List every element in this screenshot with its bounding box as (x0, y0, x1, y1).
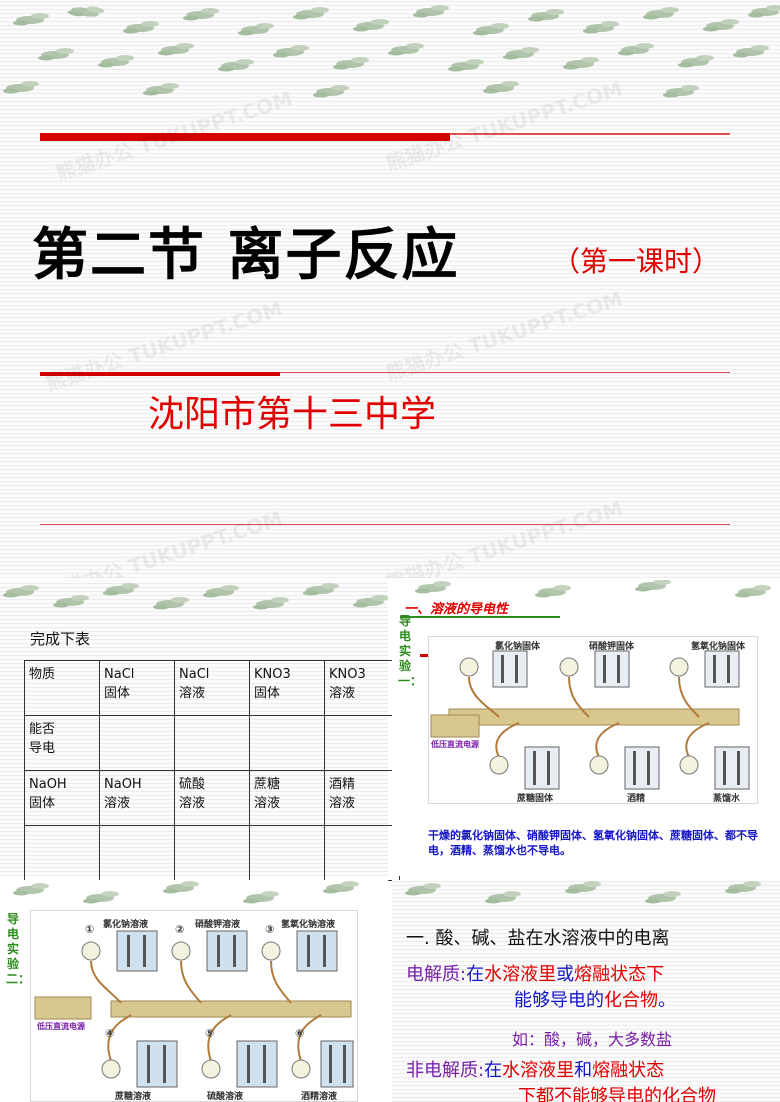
bottom-label: 蔗糖溶液 (115, 1092, 152, 1102)
table-cell (324, 715, 400, 771)
table-cell (24, 825, 100, 881)
bottom-number: ④ (105, 1027, 115, 1040)
side-label: 导电实验一： (398, 614, 423, 688)
power-label: 低压直流电源 (37, 1022, 85, 1031)
electrolyte-example: 如：酸，碱，大多数盐 (512, 1030, 673, 1049)
table-cell: KNO3 固体 (249, 660, 325, 716)
leaf-border-decoration (3, 2, 780, 98)
table-cell: NaOH 固体 (24, 770, 100, 826)
leaf-border-decoration (3, 583, 388, 610)
accent-line-bottom (40, 524, 730, 525)
top-label: 硝酸钾溶液 (195, 920, 241, 930)
bottom-number: ⑥ (295, 1027, 305, 1040)
top-label: 硝酸钾固体 (589, 642, 635, 652)
bottom-label: 硫酸溶液 (207, 1092, 244, 1102)
table-cell: 物质 (24, 660, 100, 716)
accent-bar-middle (40, 372, 280, 376)
heading-underline (400, 616, 560, 618)
electrolyte-term: 电解质: (406, 964, 467, 985)
table-cell: NaOH 溶液 (99, 770, 175, 826)
experiment-conclusion: 干燥的氯化钠固体、硝酸钾固体、氢氧化钠固体、蔗糖固体、都不导电，酒精、蒸馏水也不… (428, 829, 758, 857)
table-cell: 蔗糖 溶液 (249, 770, 325, 826)
experiment-diagram: 氯化钠固体 硝酸钾固体 氢氧化钠固体 低压直流电源 蔗糖固体 酒精 蒸馏水 (428, 636, 758, 804)
circuit-drawing (34, 930, 354, 1088)
table-cell (174, 715, 250, 771)
top-label: 氢氧化钠固体 (691, 642, 746, 652)
side-accent-bar (420, 654, 432, 657)
experiment-diagram: ① ② ③ 氯化钠溶液 硝酸钾溶液 氢氧化钠溶液 低压直流电源 ④ ⑤ ⑥ 蔗糖… (30, 910, 358, 1102)
section-heading: 一、溶液的导电性 (404, 602, 509, 617)
text-segment: 水溶液里 (502, 1060, 575, 1081)
page-title: 第二节 离子反应 (32, 222, 460, 288)
text-segment: 在 (466, 964, 485, 985)
text-segment: 水溶液里 (484, 964, 557, 985)
side-label: 导电实验二： (6, 912, 31, 986)
table-heading: 完成下表 (30, 630, 91, 648)
definition-slide: 一. 酸、碱、盐在水溶液中的电离 电解质:在水溶液里或熔融状态下 能够导电的化合… (392, 880, 780, 1102)
text-segment: 能够导电的 (514, 990, 604, 1011)
table-cell (249, 715, 325, 771)
table-cell: 酒精 溶液 (324, 770, 400, 826)
accent-line-middle (40, 372, 730, 373)
watermark: 熊猫办公 TUKUPPT.COM (382, 286, 626, 386)
definition-heading: 一. 酸、碱、盐在水溶液中的电离 (406, 928, 670, 949)
table-cell: KNO3 溶液 (324, 660, 400, 716)
text-segment: 化合物 (604, 990, 658, 1011)
bottom-label: 蒸馏水 (713, 794, 741, 804)
school-name: 沈阳市第十三中学 (148, 394, 437, 435)
table-cell: NaCl 固体 (99, 660, 175, 716)
title-slide: 第二节 离子反应 （第一课时） 沈阳市第十三中学 熊猫办公 TUKUPPT.CO… (0, 0, 780, 578)
table-cell: 硫酸 溶液 (174, 770, 250, 826)
top-number: ③ (265, 923, 275, 936)
non-electrolyte-definition-line2: 下都不能够导电的化合物 (518, 1086, 716, 1102)
text-segment: 或 (556, 964, 575, 985)
bottom-label: 酒精溶液 (301, 1092, 338, 1102)
text-segment: 熔融状态 (592, 1060, 665, 1081)
non-electrolyte-definition: 非电解质:在水溶液里和熔融状态 (406, 1058, 664, 1084)
bottom-label: 蔗糖固体 (517, 794, 554, 804)
watermark: 熊猫办公 TUKUPPT.COM (382, 496, 626, 578)
electrolyte-definition: 电解质:在水溶液里或熔融状态下 (406, 962, 664, 988)
experiment-one-slide: 一、溶液的导电性 导电实验一： (392, 580, 780, 876)
table-cell (99, 825, 175, 881)
leaf-border-decoration (13, 881, 359, 904)
top-number: ② (175, 923, 185, 936)
table-cell (249, 825, 325, 881)
table-cell: 能否 导电 (24, 715, 100, 771)
page-subtitle: （第一课时） (552, 245, 721, 278)
bottom-number: ⑤ (205, 1027, 215, 1040)
non-electrolyte-term: 非电解质: (406, 1060, 485, 1081)
bottom-label: 酒精 (627, 794, 646, 804)
leaf-border-decoration (405, 881, 761, 904)
table-cell: NaCl 溶液 (174, 660, 250, 716)
top-label: 氯化钠溶液 (103, 920, 149, 930)
table-cell (174, 825, 250, 881)
electrolyte-definition-line2: 能够导电的化合物。 (514, 988, 676, 1014)
top-label: 氢氧化钠溶液 (281, 920, 336, 930)
table-cell (99, 715, 175, 771)
top-number: ① (85, 923, 95, 936)
table-cell (324, 825, 400, 881)
text-segment: 和 (574, 1060, 593, 1081)
table-row (24, 825, 400, 881)
table-row: 能否 导电 (24, 715, 400, 771)
watermark: 熊猫办公 TUKUPPT.COM (42, 506, 286, 578)
text-segment: 。 (658, 990, 676, 1011)
power-label: 低压直流电源 (431, 740, 479, 749)
text-segment: 熔融状态下 (574, 964, 665, 985)
accent-bar-top (40, 133, 450, 141)
top-label: 氯化钠固体 (495, 642, 541, 652)
experiment-two-slide: 导电实验二： (0, 880, 388, 1102)
watermark: 熊猫办公 TUKUPPT.COM (42, 296, 286, 396)
circuit-drawing (430, 650, 750, 790)
text-segment: 在 (484, 1060, 503, 1081)
